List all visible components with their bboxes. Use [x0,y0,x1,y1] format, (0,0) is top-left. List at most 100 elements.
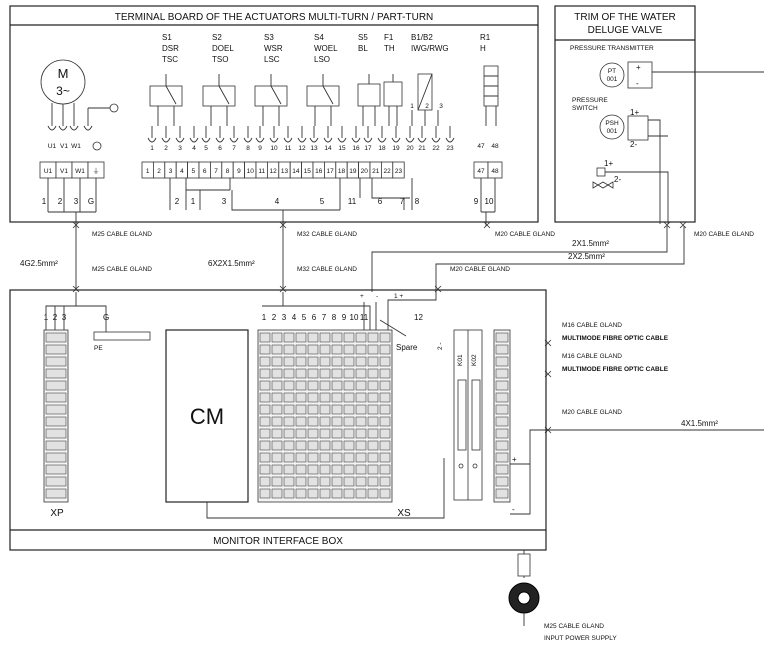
rail-segment [331,356,343,367]
control-terminal-number: 4 [180,168,184,175]
rail-segment [45,476,67,487]
motor-pin-v1: V1 [60,143,68,150]
thermal-switch-icon [383,81,403,107]
rail-segment [259,344,271,355]
rail-segment [331,416,343,427]
pot-pin-3: 3 [439,103,443,110]
gland-m32-a: M32 CABLE GLAND [297,231,357,238]
rail-segment [259,428,271,439]
contact-pin-hook-icon [309,137,319,143]
pt-plus: + [636,63,641,72]
rail-segment [343,476,355,487]
ctrl-wire-2: 2 [175,197,180,206]
rail-segment [295,428,307,439]
rail-segment [343,452,355,463]
xs-pin-number: 6 [312,313,317,322]
contact-pin-number: 7 [232,145,236,152]
switch-s1-name: DSR [162,44,179,53]
earth-icon [109,103,119,113]
switch-s1-code: TSC [162,55,178,64]
power-gland-hole-icon [517,591,531,605]
heater-term-47: 47 [477,168,485,175]
rail-segment [495,356,509,367]
contact-pin-number: 11 [285,145,292,152]
sv-minus: 2- [614,175,621,184]
rail-segment [355,464,367,475]
rail-segment [271,332,283,343]
rail-segment [295,392,307,403]
rail-segment [271,452,283,463]
power-wire-3: 3 [74,197,79,206]
rail-segment [495,380,509,391]
rail-segment [495,452,509,463]
ground-label: G [103,313,109,322]
rail-segment [295,344,307,355]
control-terminal-number: 14 [292,168,300,175]
contact-pin-number: 15 [338,145,346,152]
rail-segment [495,392,509,403]
pot-pin-1: 1 [410,103,414,110]
power-wire-g: G [88,197,94,206]
power-wire-2: 2 [58,197,63,206]
heater-r1-name: H [480,44,486,53]
contact-pin-number: 20 [406,145,414,152]
rail-segment [379,356,391,367]
rail-segment [495,416,509,427]
contact-pin-number: 18 [378,145,386,152]
rail-segment [379,344,391,355]
switch-s2-code: TSO [212,55,228,64]
xs-segments [259,332,391,499]
contact-pin-number: 23 [446,145,454,152]
rail-segment [343,344,355,355]
deluge-title-2: DELUGE VALVE [588,25,663,36]
rail-segment [259,332,271,343]
sv-plus: 1+ [604,159,613,168]
rail-segment [331,452,343,463]
rail-segment [259,392,271,403]
rail-segment [307,440,319,451]
contact-pin-hook-icon [445,137,455,143]
rail-segment [367,380,379,391]
control-terminal-number: 5 [191,168,195,175]
pot-pin-2: 2 [425,103,429,110]
solenoid-valve-icon [592,181,614,189]
rail-segment [331,476,343,487]
contact-pin-number: 19 [392,145,400,152]
rail-segment [295,332,307,343]
control-terminal-number: 20 [361,168,369,175]
right-rail-plus: + [512,455,517,464]
spare-label: Spare [396,343,418,352]
switch-s3-id: S3 [264,33,274,42]
rail-segment [343,392,355,403]
rail-segment [367,428,379,439]
rail-segment [495,428,509,439]
gland-m20-c: M20 CABLE GLAND [450,266,510,273]
rail-segment [379,380,391,391]
contact-pin-number: 13 [310,145,318,152]
rail-segment [355,440,367,451]
contact-pin-hook-icon [297,137,307,143]
switch-s5-icon [357,83,381,107]
rail-segment [45,440,67,451]
rail-segment [319,380,331,391]
gland-m16-a: M16 CABLE GLAND [562,322,622,329]
rail-segment [367,368,379,379]
contact-pin-hook-icon [351,137,361,143]
rail-segment [319,440,331,451]
xp-terminal-rail: 1 2 3 XP G PE [43,292,151,519]
contact-pin-number: 5 [204,145,208,152]
ground-icon [92,141,102,151]
power-term-v1: V1 [60,168,68,175]
contact-pin-number: 3 [178,145,182,152]
rail-segment [295,440,307,451]
rail-segment [45,356,67,367]
switch-symbols: 1 2 3 [149,65,499,126]
rail-segment [283,416,295,427]
rail-segment [355,332,367,343]
rail-segment [307,452,319,463]
rail-segment [271,380,283,391]
xs-pin-number: 5 [302,313,307,322]
rail-segment [343,368,355,379]
relay-modules: K01 K02 2 - [437,329,483,501]
